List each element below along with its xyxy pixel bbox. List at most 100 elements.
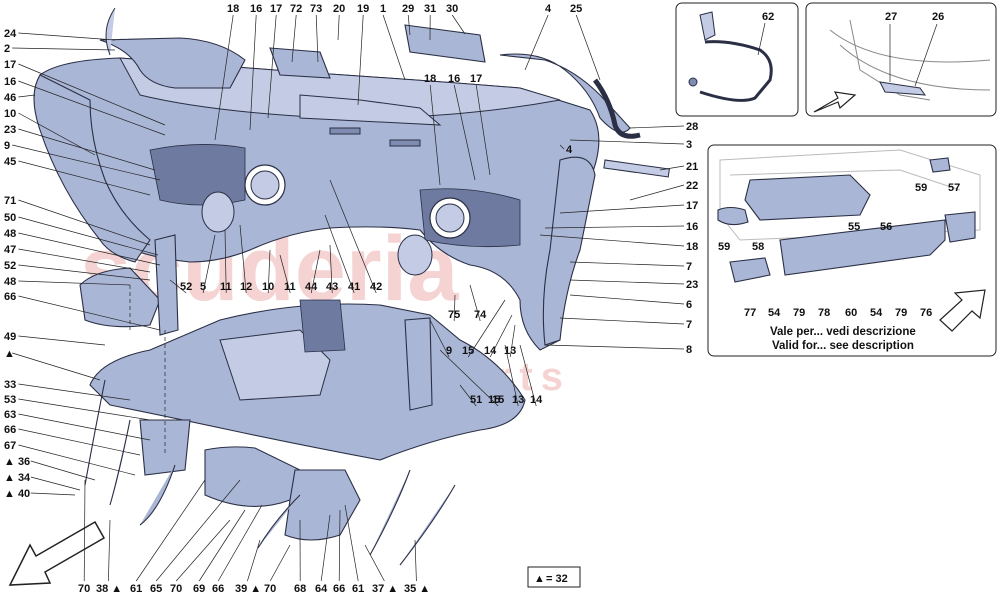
callout-left_col-19: 53 — [4, 394, 16, 406]
callout-left_col-12: 47 — [4, 244, 16, 256]
callout-left_col-13: 52 — [4, 260, 16, 272]
top-loose-parts — [99, 7, 670, 178]
callout-78: 78 — [818, 307, 830, 319]
callout-right_col-10: 6 — [686, 299, 692, 311]
callout-middle-21: 14 — [530, 394, 543, 406]
leader-left_col-0 — [18, 32, 116, 41]
leader-right_col-2 — [559, 144, 565, 150]
leader-bottom_row-3 — [155, 479, 241, 582]
callout-middle-8: 44 — [305, 281, 318, 293]
leader-bottom_row-2 — [135, 479, 206, 582]
callout-bottom_row-8: 70 — [264, 583, 276, 595]
callout-top_row-2: 17 — [270, 3, 282, 15]
callout-bottom_row-9: 68 — [294, 583, 306, 595]
callout-left_col-22: 67 — [4, 440, 16, 452]
leader-left_col-3 — [18, 80, 166, 136]
callout-79a: 79 — [793, 307, 805, 319]
leader-bottom_row-7 — [247, 539, 261, 582]
leader-top_row-0 — [214, 14, 234, 141]
callout-right_col-7: 18 — [686, 241, 698, 253]
callout-right_col-8: 7 — [686, 261, 692, 273]
callout-left_col-5: 10 — [4, 108, 16, 120]
callout-bottom_row-0: 70 — [78, 583, 90, 595]
callout-middle-10: 41 — [348, 281, 360, 293]
leader-middle-10 — [324, 214, 355, 294]
callout-bottom_row-14: 35 ▲ — [404, 583, 430, 595]
callout-62: 62 — [762, 11, 774, 23]
leader-middle-6 — [267, 249, 271, 294]
leader-bottom_row-5 — [198, 509, 246, 582]
inset-note-it: Vale per... vedi descrizione — [770, 326, 916, 338]
callout-left_col-23: ▲ 36 — [4, 456, 30, 468]
leader-left_col-1 — [12, 47, 116, 51]
leader-top_row-5 — [337, 14, 340, 41]
callout-right_col-5: 17 — [686, 200, 698, 212]
callout-left_col-16: 49 — [4, 331, 16, 343]
callout-left_col-11: 48 — [4, 228, 16, 240]
leader-left_col-19 — [18, 398, 151, 421]
leader-middle-9 — [329, 244, 333, 294]
callout-middle-20: 13 — [512, 394, 524, 406]
leader-bottom_row-0 — [83, 479, 86, 582]
lower-trims — [84, 379, 456, 566]
leader-middle-1 — [453, 84, 476, 181]
callout-left_col-24: ▲ 34 — [4, 472, 31, 484]
callout-bottom_row-12: 61 — [352, 583, 364, 595]
leader-right_col-10 — [569, 294, 685, 305]
leader-left_col-7 — [12, 144, 161, 181]
callout-54a: 54 — [768, 307, 781, 319]
callout-right_col-4: 22 — [686, 180, 698, 192]
callout-26: 26 — [932, 11, 944, 23]
callout-middle-3: 5 — [200, 281, 206, 293]
leader-right_col-7 — [539, 234, 685, 247]
callout-left_col-0: 24 — [4, 28, 17, 40]
callout-56: 56 — [880, 221, 892, 233]
callout-right_col-0: 28 — [686, 121, 698, 133]
leader-left_col-11 — [18, 232, 161, 266]
leader-left_col-6 — [18, 128, 156, 171]
callout-right_col-1: 3 — [686, 139, 692, 151]
leader-right_col-0 — [629, 125, 685, 129]
leader-top_row-11 — [524, 14, 549, 71]
leader-left_col-23 — [30, 460, 96, 481]
leader-middle-18 — [429, 319, 450, 358]
leader-middle-5 — [239, 224, 247, 294]
callout-bottom_row-2: 61 — [130, 583, 142, 595]
leader-top_row-12 — [575, 14, 601, 81]
leader-right_col-9 — [569, 279, 685, 285]
callout-top_row-6: 19 — [357, 3, 369, 15]
leader-right_col-11 — [559, 317, 685, 325]
leader-right_col-8 — [569, 261, 685, 267]
leader-top_row-1 — [249, 14, 257, 131]
leader-bottom_row-13 — [364, 544, 385, 582]
leader-right_col-12 — [544, 344, 685, 350]
leader-right_col-3 — [659, 165, 685, 171]
callout-left_col-14: 48 — [4, 276, 16, 288]
leader-middle-0 — [429, 84, 441, 186]
callout-left_col-18: 33 — [4, 379, 16, 391]
callout-left_col-9: 71 — [4, 195, 16, 207]
inset-top-right: 27 26 — [805, 2, 997, 117]
callout-top_row-0: 18 — [227, 3, 239, 15]
callout-right_col-9: 23 — [686, 279, 698, 291]
leader-middle-20 — [504, 344, 519, 407]
callout-bottom_row-1: 38 ▲ — [96, 583, 122, 595]
callout-59b: 59 — [718, 241, 730, 253]
leader-bottom_row-11 — [338, 509, 341, 582]
leader-bottom_row-12 — [344, 504, 359, 582]
callout-middle-2: 17 — [470, 73, 482, 85]
leader-right_col-1 — [569, 139, 685, 145]
callout-middle-15: 15 — [462, 345, 474, 357]
callout-middle-1: 16 — [448, 73, 460, 85]
callout-left_col-25: ▲ 40 — [4, 488, 30, 500]
callout-60: 60 — [845, 307, 857, 319]
leader-left_col-2 — [18, 63, 166, 126]
leader-middle-17 — [509, 324, 516, 358]
leader-left_col-12 — [18, 248, 151, 273]
callout-middle-18: 9 — [446, 345, 452, 357]
undertray — [79, 234, 526, 461]
callout-55: 55 — [848, 221, 860, 233]
inset-top-left: 62 — [675, 2, 799, 117]
